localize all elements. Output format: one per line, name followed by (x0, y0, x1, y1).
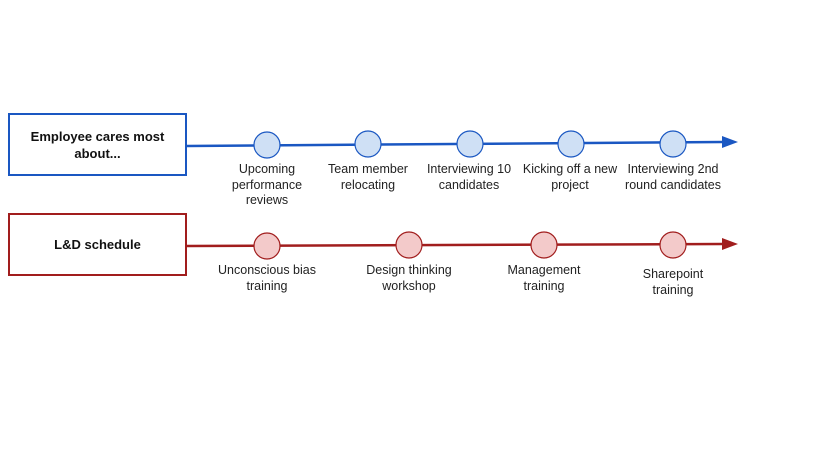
employee-timeline-node (354, 130, 382, 158)
employee-timeline-node (659, 130, 687, 158)
employee-item-label: Upcoming performance reviews (231, 162, 303, 207)
ld-timeline-node (395, 231, 423, 259)
employee-item-label: Team member relocating (328, 162, 408, 192)
ld-timeline-node (530, 231, 558, 259)
employee-item-label: Interviewing 2nd round candidates (625, 162, 721, 192)
employee-item-label: Interviewing 10 candidates (426, 162, 512, 192)
ld-schedule-box: L&D schedule (8, 213, 187, 276)
ld-timeline-node (253, 232, 281, 260)
ld-timeline-node (659, 231, 687, 259)
ld-item-label: Sharepoint training (642, 267, 704, 297)
employee-item-label: Kicking off a new project (522, 162, 618, 192)
employee-timeline-node (253, 131, 281, 159)
ld-arrowhead-icon (722, 238, 738, 250)
employee-cares-box: Employee cares most about... (8, 113, 187, 176)
ld-item-label: Design thinking workshop (366, 263, 452, 293)
ld-item-label: Unconscious bias training (218, 263, 316, 293)
ld-schedule-title: L&D schedule (54, 237, 141, 252)
ld-item-label: Management training (507, 263, 581, 293)
employee-arrowhead-icon (722, 136, 738, 148)
employee-cares-title: Employee cares most about... (30, 128, 165, 161)
employee-timeline-node (456, 130, 484, 158)
employee-timeline-node (557, 130, 585, 158)
